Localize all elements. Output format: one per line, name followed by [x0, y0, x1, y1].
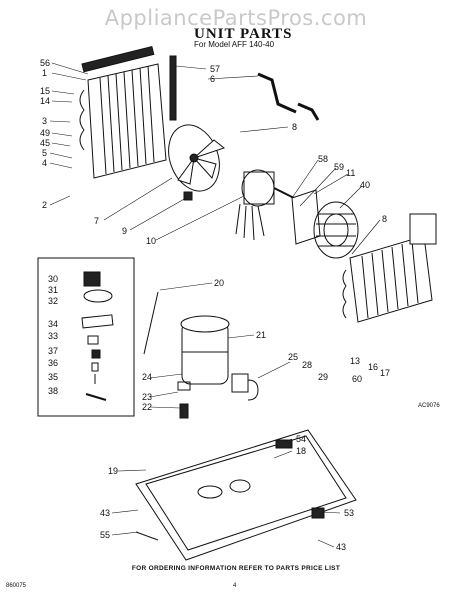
callout-31: 31: [48, 285, 58, 295]
diagram-subtitle: For Model AFF 140-40: [194, 40, 275, 49]
callout-18: 18: [296, 446, 306, 456]
condenser-coil: [79, 45, 177, 179]
inset-frame: [37, 257, 135, 417]
callout-2: 2: [42, 200, 47, 210]
overload-bracket: [231, 373, 249, 393]
callout-14: 14: [40, 96, 50, 106]
fan-blade: [168, 124, 226, 201]
document-code: 860075: [6, 583, 27, 589]
leader-lines: [49, 62, 381, 548]
callout-16: 16: [368, 362, 378, 372]
page-number: 4: [233, 583, 237, 589]
callout-40: 40: [360, 180, 370, 190]
callout-49: 49: [40, 128, 50, 138]
callout-60: 60: [352, 374, 362, 384]
callout-35: 35: [48, 372, 58, 382]
callout-25: 25: [288, 352, 298, 362]
watermark: AppliancePartsPros.com: [104, 6, 368, 30]
callout-53: 53: [344, 508, 354, 518]
callout-34: 34: [48, 319, 58, 329]
callout-20: 20: [214, 278, 224, 288]
callout-43-left: 43: [100, 508, 110, 518]
diagram-title: UNIT PARTS: [194, 26, 293, 42]
callout-13: 13: [350, 356, 360, 366]
tube: [257, 72, 297, 114]
callout-56: 56: [40, 58, 50, 68]
callout-37: 37: [48, 346, 58, 356]
callout-23: 23: [142, 392, 152, 402]
callout-8-upper: 8: [292, 122, 297, 132]
callout-58: 58: [318, 154, 328, 164]
art-code: AC9076: [418, 403, 440, 409]
callout-9: 9: [122, 226, 127, 236]
callout-17: 17: [380, 368, 390, 378]
callout-22: 22: [142, 402, 152, 412]
callout-10: 10: [146, 236, 156, 246]
callout-labels: 56 1 57 6 15 14 3 49 45 5 4 2 8 7 9 58 5…: [40, 58, 390, 552]
callout-59: 59: [334, 162, 344, 172]
callout-36: 36: [48, 358, 58, 368]
callout-45: 45: [40, 138, 50, 148]
callout-33: 33: [48, 331, 58, 341]
blower-wheel: [291, 189, 359, 259]
callout-19: 19: [108, 466, 118, 476]
ordering-note: FOR ORDERING INFORMATION REFER TO PARTS …: [131, 565, 341, 572]
fan-motor: [235, 169, 295, 241]
base-pan: [135, 429, 357, 561]
callout-28: 28: [302, 360, 312, 370]
callout-8-lower: 8: [382, 214, 387, 224]
callout-3: 3: [42, 116, 47, 126]
callout-5: 5: [42, 148, 47, 158]
callout-55: 55: [100, 530, 110, 540]
evaporator-coil: [342, 213, 437, 323]
callout-32: 32: [48, 296, 58, 306]
callout-57: 57: [210, 64, 220, 74]
callout-24: 24: [142, 372, 152, 382]
callout-7: 7: [94, 216, 99, 226]
callout-54: 54: [296, 434, 306, 444]
callout-15: 15: [40, 86, 50, 96]
callout-1: 1: [42, 68, 47, 78]
callout-30: 30: [48, 274, 58, 284]
callout-38: 38: [48, 386, 58, 396]
compressor: [143, 291, 230, 419]
callout-21: 21: [256, 330, 266, 340]
callout-29: 29: [318, 372, 328, 382]
capacitor-group: [81, 271, 114, 401]
callout-11: 11: [346, 168, 355, 178]
callout-43-right: 43: [336, 542, 346, 552]
callout-4: 4: [42, 158, 47, 168]
